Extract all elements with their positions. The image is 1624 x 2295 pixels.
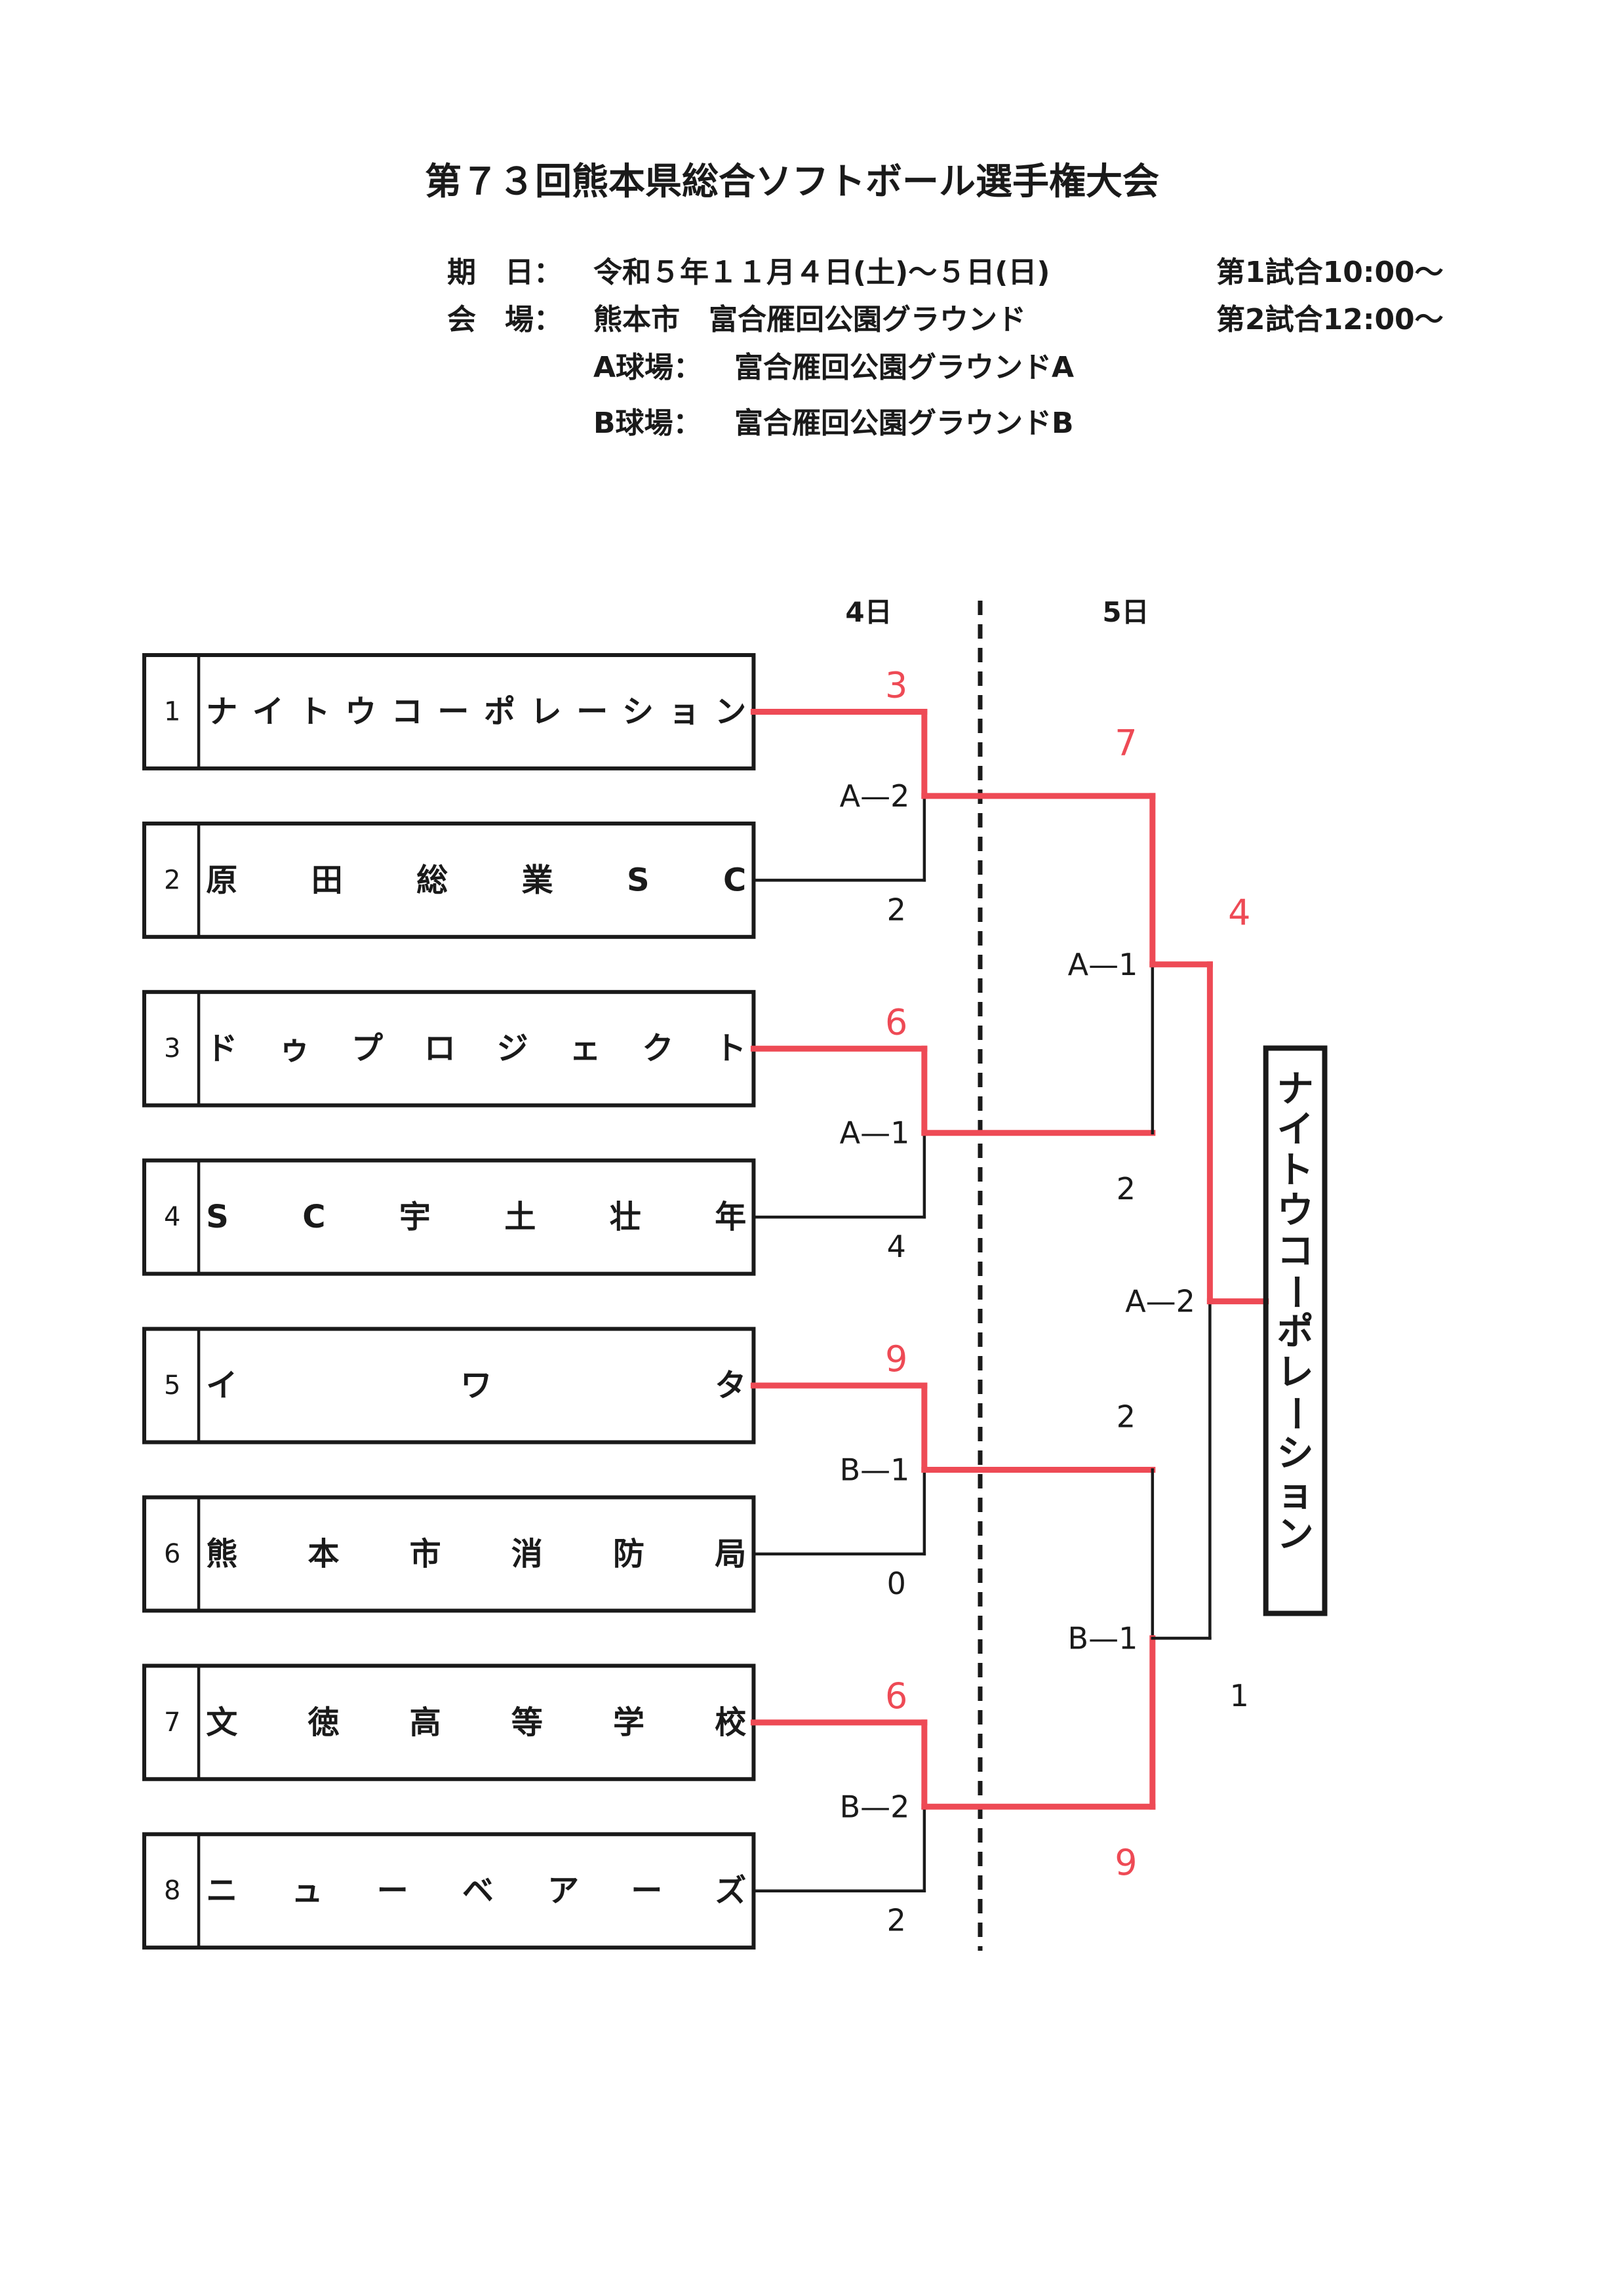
round1-top-score: 6 [885,1001,907,1043]
team-name: ニューベアーズ [206,1873,746,1909]
round2-bottom-score: 9 [1115,1842,1137,1883]
champion-name-char: ポ [1277,1311,1314,1353]
round1-top-score: 6 [885,1675,907,1717]
round1-bottom-score: 0 [887,1566,906,1601]
champion-name-char: シ [1277,1432,1314,1475]
team-seed: 7 [164,1707,180,1738]
round1-top-score: 9 [885,1338,907,1380]
round2-court-label: A—1 [1068,947,1138,982]
round2-court-label: B—1 [1068,1620,1138,1656]
page-title: 第７３回熊本県総合ソフトボール選手権大会 [425,161,1159,203]
schedule-game-1: 第1試合10:00～ [1216,256,1444,289]
day-label-1: 4日 [845,596,892,628]
final-court-label: A—2 [1125,1284,1195,1319]
round1-top-score: 3 [885,665,907,706]
field-a-label: A球場： [593,351,702,384]
team-name: ナイトウコーポレーション [206,693,746,730]
round2-bottom-score: 2 [1117,1171,1136,1207]
champion-name-char: ト [1277,1149,1314,1191]
round1-court-label: A—2 [840,778,910,814]
date-label: 期 日： [447,256,563,289]
champion-name-char: ー [1274,1273,1317,1310]
team-seed: 3 [164,1033,180,1064]
venue-value: 熊本市 富合雁回公園グラウンド [593,303,1026,336]
round2-top-score: 2 [1117,1399,1136,1435]
team-box [142,1158,756,1276]
field-a-value: 富合雁回公園グラウンドA [734,351,1074,384]
round1-bottom-score: 2 [887,892,906,927]
champion-box [1263,1045,1328,1616]
champion-name-char: ン [1277,1513,1314,1556]
day-label-2: 5日 [1102,596,1149,628]
champion-name-char: ナ [1277,1068,1314,1111]
field-b-label: B球場： [593,407,702,440]
team-name: 原田総業SC [206,862,746,898]
round1-bottom-score: 2 [887,1903,906,1938]
round2-top-score: 7 [1115,723,1137,764]
round1-court-label: B—2 [840,1789,910,1824]
round1-court-label: B—1 [840,1452,910,1487]
team-name: 熊本市消防局 [206,1536,746,1572]
team-name: イワタ [206,1367,746,1404]
team-name: ドゥプロジェクト [206,1030,746,1067]
venue-label: 会 場： [447,303,563,336]
date-value: 令和５年１１月４日(土)～５日(日) [593,256,1050,289]
team-seed: 6 [164,1539,180,1569]
champion-name-char: コ [1277,1230,1314,1273]
team-seed: 8 [164,1876,180,1906]
round1-bottom-score: 4 [887,1229,906,1264]
champion-name-char: ウ [1277,1189,1314,1232]
final-bottom-score: 1 [1230,1678,1249,1713]
champion-name-char: ー [1274,1395,1317,1431]
team-seed: 1 [164,696,180,727]
team-name: 文徳高等学校 [206,1704,746,1741]
schedule-game-2: 第2試合12:00～ [1216,303,1444,336]
team-name: SC宇土壮年 [206,1199,746,1235]
team-seed: 5 [164,1370,180,1401]
team-seed: 4 [164,1202,180,1232]
team-seed: 2 [164,865,180,895]
champion-name-char: イ [1277,1109,1314,1151]
field-b-value: 富合雁回公園グラウンドB [734,407,1074,440]
round1-court-label: A—1 [840,1115,910,1151]
champion-name-char: ョ [1277,1473,1314,1515]
champion-name-char: レ [1277,1351,1314,1394]
final-top-score: 4 [1228,892,1250,934]
